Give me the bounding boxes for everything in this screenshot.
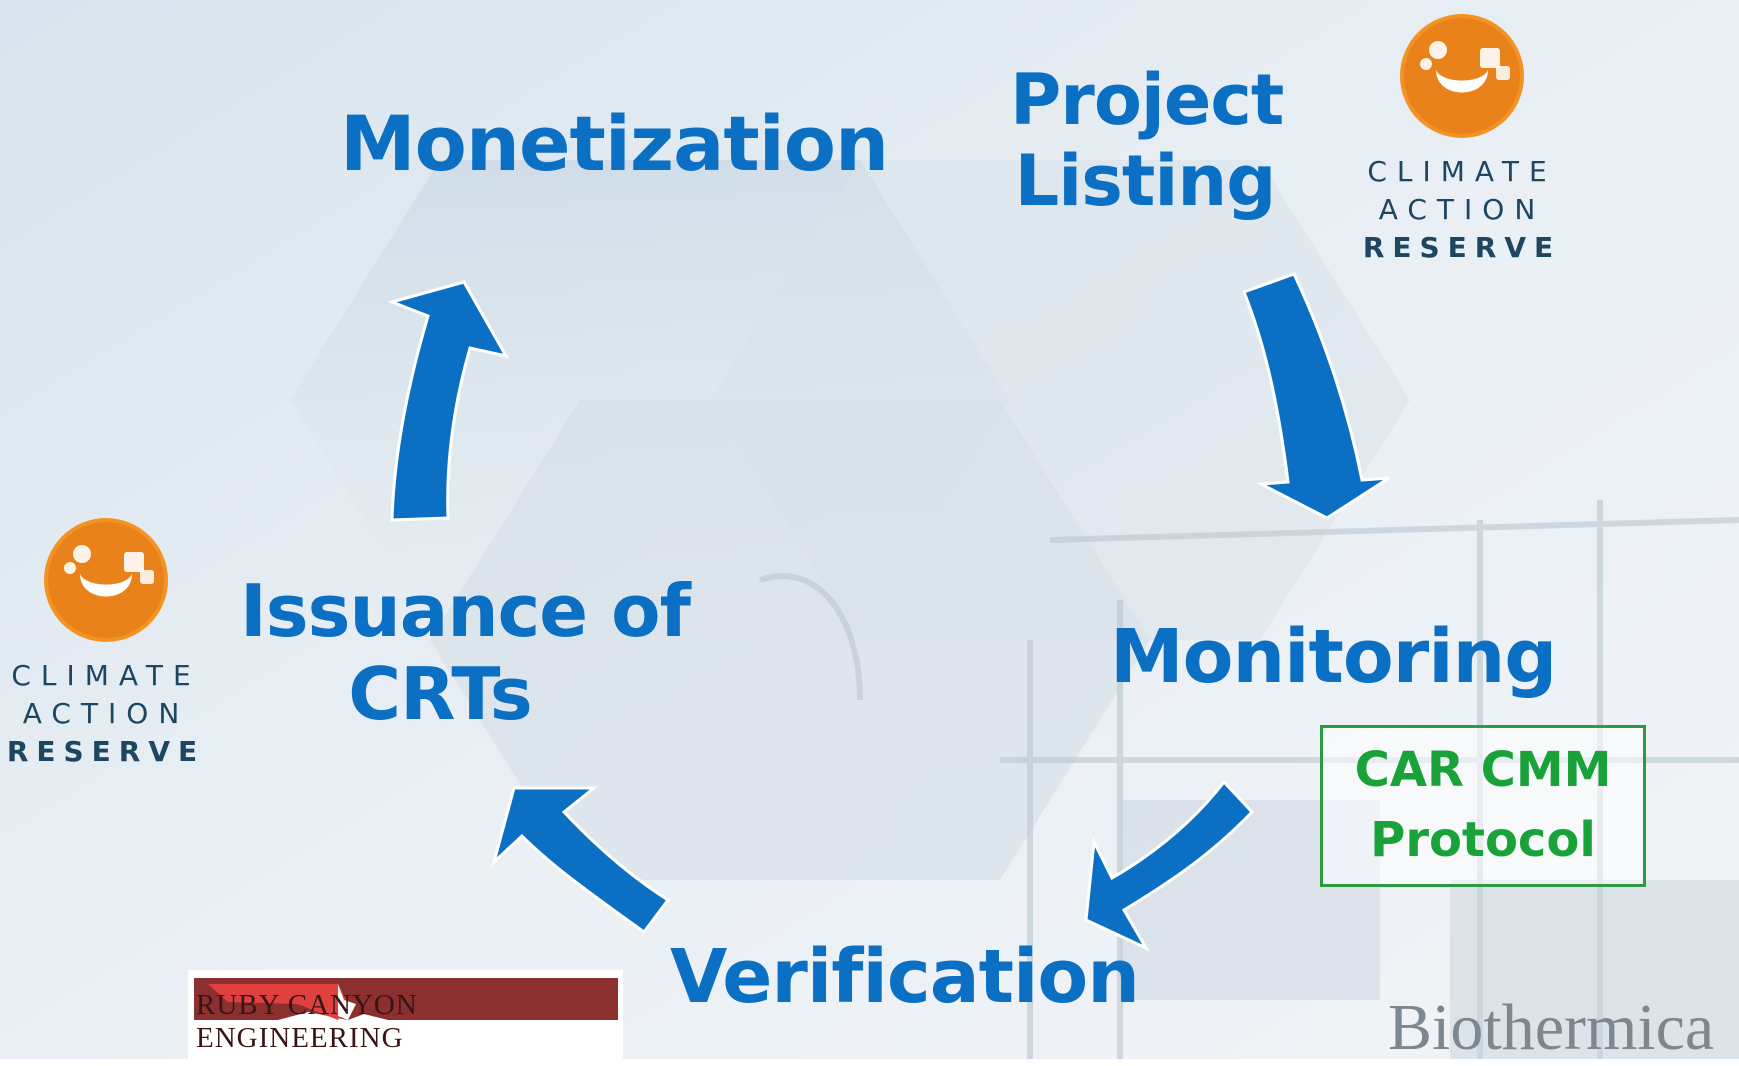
ruby-canyon-emblem-icon (194, 978, 618, 1020)
arrow-verification-to-issuance (491, 786, 671, 935)
climate-action-reserve-emblem-icon (44, 518, 168, 642)
stage-project-listing-line1: Project (1010, 59, 1284, 141)
stage-monitoring: Monitoring (1110, 614, 1557, 700)
stage-issuance-line2: CRTs (348, 651, 532, 736)
arrow-monitoring-to-verification (1084, 779, 1255, 952)
car-logo-word-1: CLIMATE (1367, 155, 1557, 188)
protocol-line1: CAR CMM (1354, 742, 1612, 799)
protocol-box: CAR CMM Protocol (1320, 725, 1646, 887)
biothermica-logo-text: Biothermica (1388, 991, 1715, 1064)
stage-verification: Verification (670, 934, 1140, 1020)
ruby-canyon-text: RUBY CANYON ENGINEERING (196, 989, 418, 1054)
climate-action-reserve-emblem-icon (1400, 14, 1524, 138)
protocol-line2: Protocol (1370, 812, 1596, 868)
car-logo-word-2: ACTION (1378, 192, 1546, 226)
stage-project-listing: Project Listing (1010, 59, 1284, 222)
car-logo-left-word-3: RESERVE (6, 734, 206, 768)
stage-project-listing-line2: Listing (1014, 139, 1277, 222)
climate-action-reserve-logo: CLIMATE ACTION RESERVE (1362, 8, 1562, 266)
stage-issuance-line1: Issuance of (240, 569, 691, 653)
car-logo-left-word-2: ACTION (22, 696, 190, 730)
stage-issuance: Issuance of CRTs (240, 569, 691, 736)
ruby-canyon-logo: RUBY CANYON ENGINEERING (188, 970, 623, 1059)
car-logo-left-word-1: CLIMATE (11, 659, 201, 692)
car-logo-word-3: RESERVE (1362, 230, 1562, 264)
arrow-project-to-monitoring (1242, 272, 1390, 520)
arrow-issuance-to-monetization (387, 280, 509, 522)
climate-action-reserve-logo-left: CLIMATE ACTION RESERVE (6, 512, 206, 770)
stage-monetization: Monetization (340, 99, 889, 188)
